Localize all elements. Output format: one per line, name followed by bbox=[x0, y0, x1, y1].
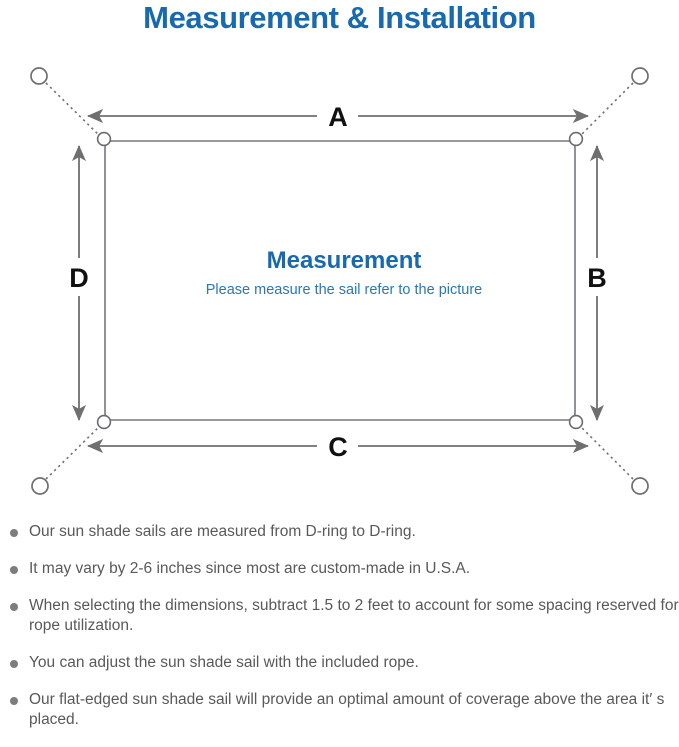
diagram-center-subtitle: Please measure the sail refer to the pic… bbox=[206, 282, 482, 298]
bullet-icon bbox=[10, 566, 18, 574]
list-item: Our sun shade sails are measured from D-… bbox=[0, 522, 679, 542]
bullet-icon bbox=[10, 603, 18, 611]
notes-list: Our sun shade sails are measured from D-… bbox=[0, 522, 679, 747]
list-item: You can adjust the sun shade sail with t… bbox=[0, 653, 679, 673]
anchor-point-top-left bbox=[30, 67, 48, 85]
note-text: You can adjust the sun shade sail with t… bbox=[29, 654, 419, 671]
note-text: It may vary by 2-6 inches since most are… bbox=[29, 560, 471, 577]
d-ring-bottom-left bbox=[96, 414, 112, 430]
bullet-icon bbox=[10, 529, 18, 537]
d-ring-bottom-right bbox=[568, 414, 584, 430]
dimension-label-c: C bbox=[328, 432, 348, 462]
note-text: Our flat-edged sun shade sail will provi… bbox=[29, 691, 665, 728]
list-item: Our flat-edged sun shade sail will provi… bbox=[0, 690, 679, 730]
sail-body bbox=[104, 140, 576, 421]
rope-line-bottom-left bbox=[45, 423, 103, 480]
anchor-point-bottom-left bbox=[31, 477, 49, 495]
rope-line-top-left bbox=[45, 82, 103, 139]
d-ring-top-right bbox=[568, 131, 584, 147]
diagram-center-title: Measurement bbox=[267, 247, 422, 274]
dimension-label-b: B bbox=[587, 263, 607, 293]
anchor-point-top-right bbox=[631, 67, 649, 85]
dimension-label-d: D bbox=[69, 263, 89, 293]
note-text: Our sun shade sails are measured from D-… bbox=[29, 523, 416, 540]
list-item: It may vary by 2-6 inches since most are… bbox=[0, 559, 679, 579]
dimension-label-a: A bbox=[328, 102, 348, 132]
bullet-icon bbox=[10, 697, 18, 705]
rope-line-top-right bbox=[577, 82, 634, 139]
list-item: When selecting the dimensions, subtract … bbox=[0, 596, 679, 636]
shade-sail-diagram: A C D B Measurement Please measure the s… bbox=[0, 48, 679, 518]
note-text: When selecting the dimensions, subtract … bbox=[29, 597, 679, 634]
anchor-point-bottom-right bbox=[631, 477, 649, 495]
page-title: Measurement & Installation bbox=[143, 0, 536, 35]
bullet-icon bbox=[10, 660, 18, 668]
d-ring-top-left bbox=[96, 131, 112, 147]
rope-line-bottom-right bbox=[577, 423, 634, 480]
